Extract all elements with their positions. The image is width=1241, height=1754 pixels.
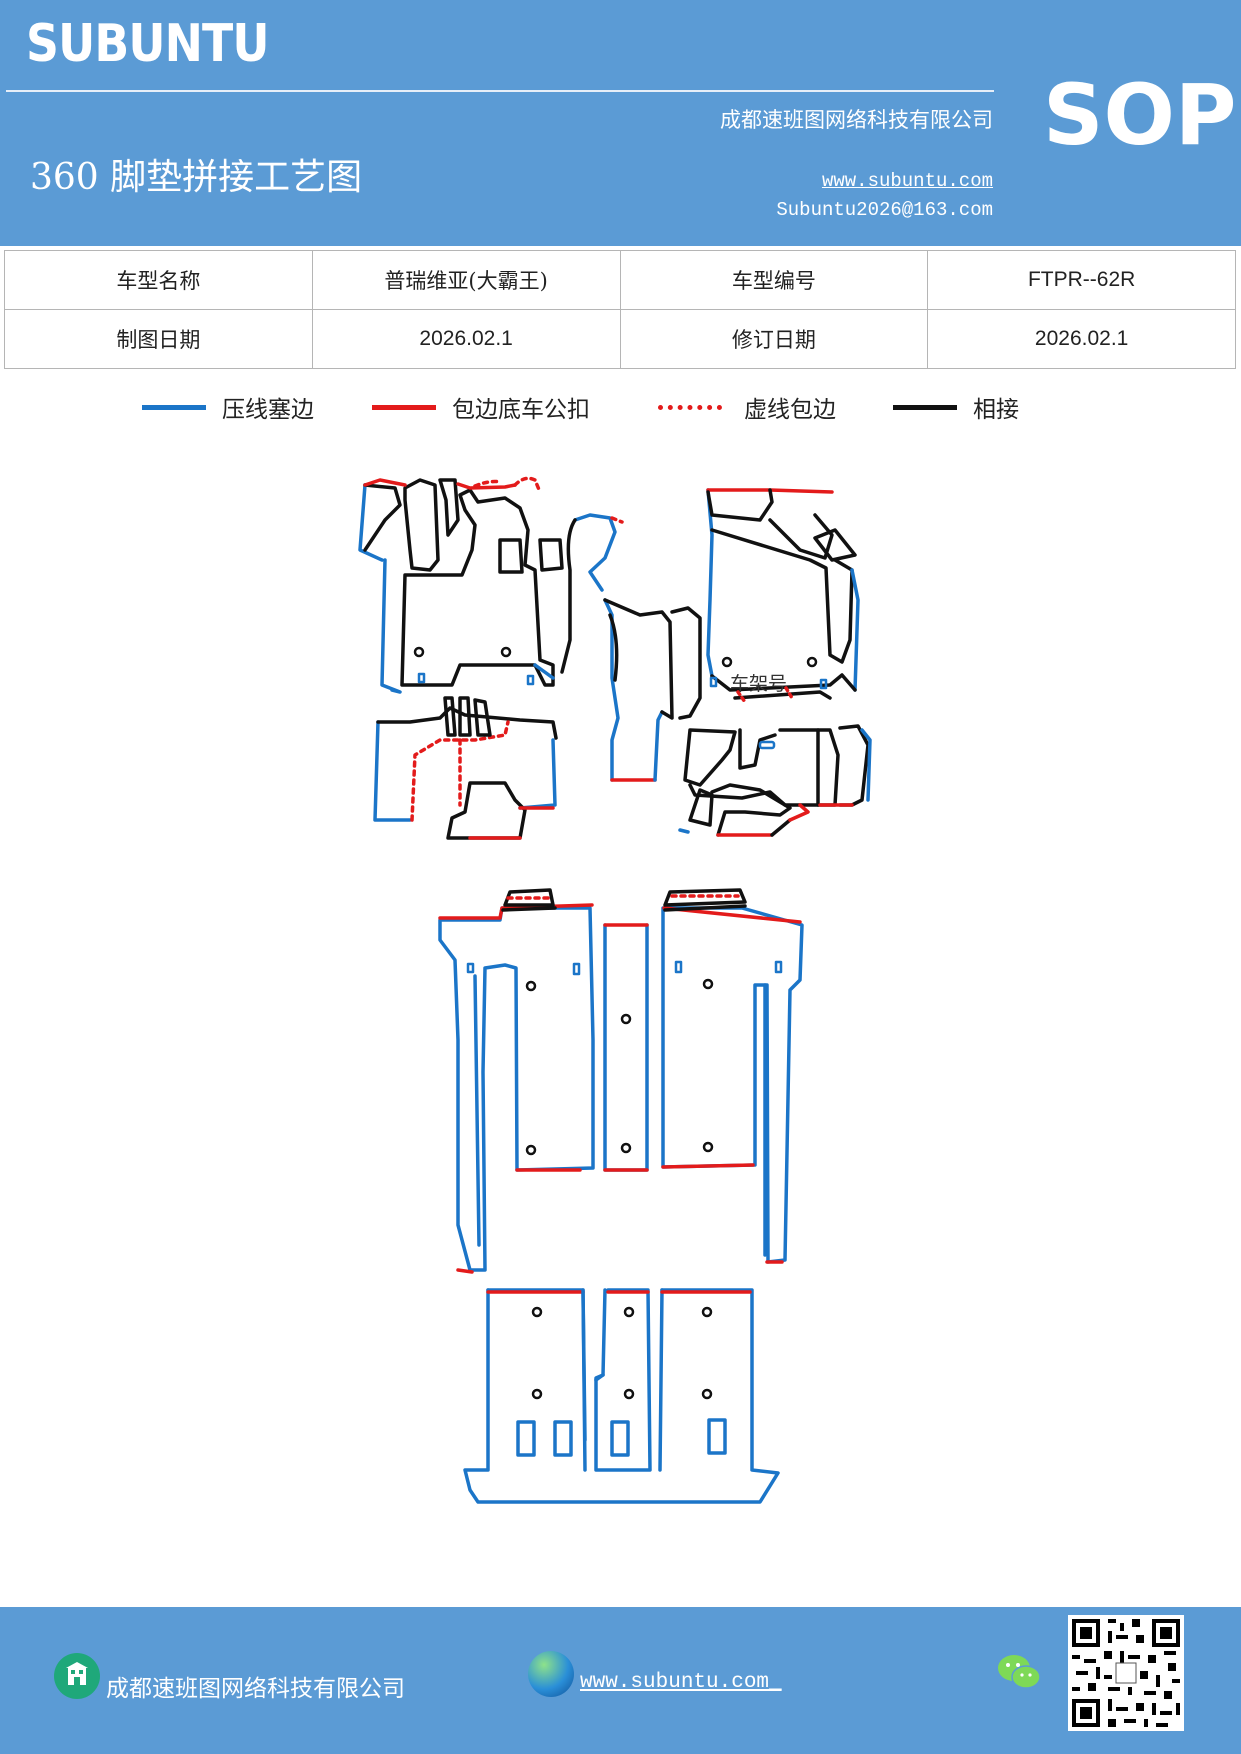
frame-number-label: 车架号 <box>730 673 787 695</box>
revision-date-label: 修订日期 <box>619 309 929 369</box>
mid-left-mat <box>373 696 558 840</box>
sop-badge: SOP <box>1043 66 1237 164</box>
second-row-center-mat <box>603 923 649 1172</box>
model-name-value: 普瑞维亚(大霸王) <box>311 250 621 310</box>
footer-company-name: 成都速班图网络科技有限公司 <box>106 1676 405 1702</box>
model-code-label: 车型编号 <box>619 250 929 310</box>
drawing-date-value: 2026.02.1 <box>311 309 621 369</box>
third-row-mat <box>463 1288 780 1504</box>
model-code-value: FTPR--62R <box>927 250 1236 310</box>
legend-swatch-red <box>372 404 436 410</box>
drawing-date-label: 制图日期 <box>4 309 313 369</box>
footer-band: 成都速班图网络科技有限公司 www.subuntu.com_ <box>0 1607 1241 1754</box>
table-row: 车型名称 普瑞维亚(大霸王) 车型编号 FTPR--62R <box>4 250 1236 310</box>
second-row-right-mat <box>661 888 804 1264</box>
legend-swatch-blue <box>142 404 206 410</box>
legend-item-joint: 相接 <box>893 390 1019 424</box>
legend-label: 包边底车公扣 <box>452 397 590 423</box>
footer-website-link[interactable]: www.subuntu.com_ <box>580 1671 782 1694</box>
model-name-label: 车型名称 <box>4 250 313 310</box>
header-divider <box>6 90 994 92</box>
vehicle-info-table: 车型名称 普瑞维亚(大霸王) 车型编号 FTPR--62R 制图日期 2026.… <box>4 250 1236 369</box>
page-title: 360 脚垫拼接工艺图 <box>30 157 363 198</box>
center-tunnel-mat <box>560 513 702 782</box>
header-company-name: 成都速班图网络科技有限公司 <box>720 108 993 132</box>
table-row: 制图日期 2026.02.1 修订日期 2026.02.1 <box>4 309 1236 369</box>
second-row-left-mat <box>438 888 595 1274</box>
legend-item-dotted-binding: 虚线包边 <box>658 390 836 424</box>
rear-right-cluster <box>678 724 872 837</box>
legend-swatch-red-dotted <box>658 404 722 410</box>
legend-swatch-black <box>893 404 957 410</box>
building-icon <box>54 1653 100 1699</box>
legend-item-binding: 包边底车公扣 <box>372 390 590 424</box>
brand-logo: SUBUNTU <box>26 14 270 74</box>
wechat-icon[interactable] <box>996 1651 1042 1693</box>
floor-mat-diagram: 车架号 <box>358 476 872 1504</box>
legend-label: 虚线包边 <box>744 397 836 423</box>
header-band: SUBUNTU 成都速班图网络科技有限公司 360 脚垫拼接工艺图 www.su… <box>0 0 1241 246</box>
front-left-mat <box>358 476 564 694</box>
line-legend: 压线塞边 包边底车公扣 虚线包边 相接 <box>0 390 1241 430</box>
header-website-link[interactable]: www.subuntu.com <box>821 170 993 192</box>
legend-label: 相接 <box>973 397 1019 423</box>
legend-label: 压线塞边 <box>222 397 314 423</box>
revision-date-value: 2026.02.1 <box>927 309 1236 369</box>
globe-icon <box>528 1651 574 1697</box>
header-email[interactable]: Subuntu2026@163.com <box>776 199 993 221</box>
legend-item-press-line: 压线塞边 <box>142 390 314 424</box>
front-right-mat <box>706 488 860 704</box>
qr-code[interactable] <box>1068 1615 1184 1731</box>
